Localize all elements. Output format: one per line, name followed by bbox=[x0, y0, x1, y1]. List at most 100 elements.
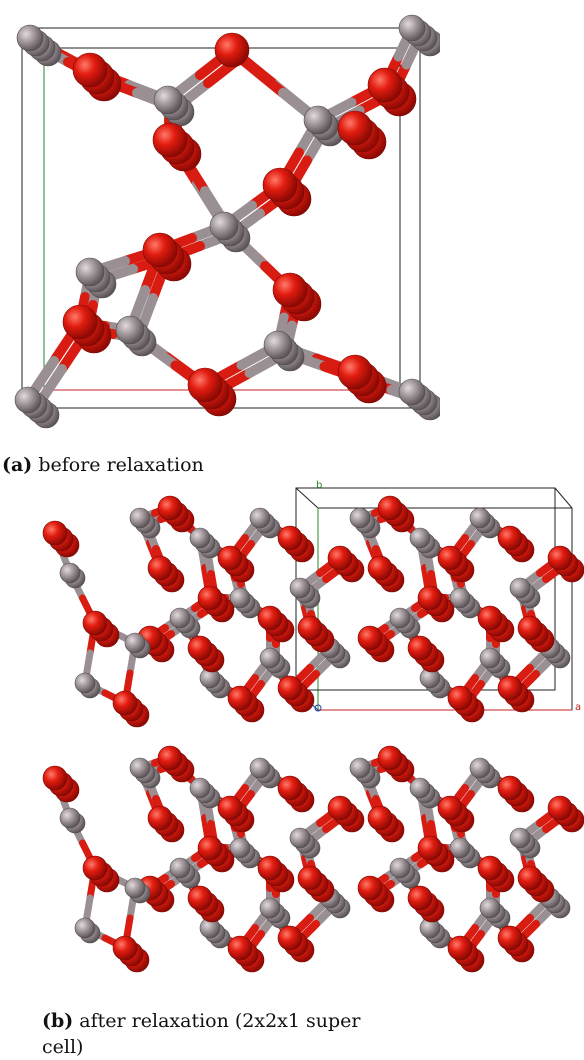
oxygen-atom bbox=[227, 935, 253, 961]
oxygen-atom bbox=[157, 745, 183, 771]
oxygen-atom bbox=[497, 925, 523, 951]
carbon-atom bbox=[469, 507, 491, 529]
oxygen-atom bbox=[62, 304, 98, 340]
carbon-atom bbox=[129, 757, 151, 779]
crystal-structure-image-a bbox=[14, 14, 440, 429]
carbon-atom bbox=[249, 507, 271, 529]
oxygen-atom bbox=[337, 354, 373, 390]
carbon-atom bbox=[129, 507, 151, 529]
carbon-atom bbox=[449, 837, 471, 859]
carbon-atom bbox=[479, 897, 501, 919]
carbon-atom bbox=[124, 877, 146, 899]
caption-a: (a) before relaxation bbox=[2, 452, 204, 478]
oxygen-atom bbox=[497, 775, 523, 801]
carbon-atom bbox=[14, 386, 42, 414]
carbon-atom bbox=[398, 14, 426, 42]
carbon-atom bbox=[59, 562, 81, 584]
oxygen-atom bbox=[377, 495, 403, 521]
carbon-atom bbox=[409, 527, 431, 549]
carbon-atom bbox=[398, 378, 426, 406]
oxygen-atom bbox=[327, 795, 353, 821]
carbon-atom bbox=[124, 632, 146, 654]
structure-after-relaxation: b a bbox=[0, 478, 584, 1000]
axis-label-b: b bbox=[316, 480, 322, 491]
oxygen-atom bbox=[517, 865, 543, 891]
carbon-atom bbox=[169, 857, 191, 879]
carbon-atom bbox=[209, 211, 239, 241]
oxygen-atom bbox=[357, 625, 383, 651]
oxygen-atom bbox=[277, 775, 303, 801]
oxygen-atom bbox=[367, 555, 393, 581]
oxygen-atom bbox=[497, 675, 523, 701]
carbon-atom bbox=[289, 827, 311, 849]
oxygen-atom bbox=[437, 795, 463, 821]
caption-b-text: after relaxation (2x2x1 super cell) bbox=[42, 1010, 361, 1058]
oxygen-atom bbox=[547, 795, 573, 821]
oxygen-atom bbox=[82, 855, 108, 881]
oxygen-atom bbox=[407, 885, 433, 911]
oxygen-atom bbox=[417, 835, 443, 861]
cell-edge bbox=[554, 487, 573, 509]
caption-a-tag: (a) bbox=[2, 454, 33, 476]
carbon-atom bbox=[409, 777, 431, 799]
carbon-atom bbox=[59, 807, 81, 829]
carbon-atom bbox=[74, 917, 96, 939]
oxygen-atom bbox=[112, 935, 138, 961]
carbon-atom bbox=[389, 607, 411, 629]
oxygen-atom bbox=[477, 855, 503, 881]
oxygen-atom bbox=[337, 110, 373, 146]
atoms bbox=[42, 495, 584, 973]
oxygen-atom bbox=[517, 615, 543, 641]
oxygen-atom bbox=[217, 545, 243, 571]
carbon-atom bbox=[249, 757, 271, 779]
oxygen-atom bbox=[447, 935, 473, 961]
oxygen-atom bbox=[214, 32, 250, 68]
oxygen-atom bbox=[197, 835, 223, 861]
oxygen-atom bbox=[547, 545, 573, 571]
oxygen-atom bbox=[217, 795, 243, 821]
oxygen-atom bbox=[112, 690, 138, 716]
oxygen-atom bbox=[437, 545, 463, 571]
oxygen-atom bbox=[142, 232, 178, 268]
carbon-atom bbox=[74, 672, 96, 694]
oxygen-atom bbox=[497, 525, 523, 551]
oxygen-atom bbox=[257, 605, 283, 631]
carbon-atom bbox=[289, 577, 311, 599]
carbon-atom bbox=[189, 777, 211, 799]
oxygen-atom bbox=[407, 635, 433, 661]
carbon-atom bbox=[449, 587, 471, 609]
carbon-atom bbox=[389, 857, 411, 879]
carbon-atom bbox=[469, 757, 491, 779]
carbon-atom bbox=[229, 837, 251, 859]
oxygen-atom bbox=[417, 585, 443, 611]
carbon-atom bbox=[349, 757, 371, 779]
oxygen-atom bbox=[367, 805, 393, 831]
atoms bbox=[14, 14, 440, 429]
oxygen-atom bbox=[187, 367, 223, 403]
oxygen-atom bbox=[257, 855, 283, 881]
structure-before-relaxation bbox=[0, 0, 440, 430]
oxygen-atom bbox=[277, 925, 303, 951]
axis-label-a: a bbox=[575, 702, 581, 713]
oxygen-atom bbox=[147, 555, 173, 581]
oxygen-atom bbox=[72, 52, 108, 88]
oxygen-atom bbox=[157, 495, 183, 521]
oxygen-atom bbox=[42, 765, 68, 791]
carbon-atom bbox=[189, 527, 211, 549]
oxygen-atom bbox=[357, 875, 383, 901]
oxygen-atom bbox=[277, 675, 303, 701]
oxygen-atom bbox=[297, 865, 323, 891]
caption-a-text: before relaxation bbox=[32, 454, 204, 476]
carbon-atom bbox=[153, 85, 183, 115]
oxygen-atom bbox=[197, 585, 223, 611]
oxygen-atom bbox=[82, 610, 108, 636]
cell-origin bbox=[314, 704, 322, 712]
oxygen-atom bbox=[477, 605, 503, 631]
carbon-atom bbox=[479, 647, 501, 669]
carbon-atom bbox=[509, 827, 531, 849]
carbon-atom bbox=[115, 315, 145, 345]
bond bbox=[235, 53, 288, 98]
carbon-atom bbox=[509, 577, 531, 599]
oxygen-atom bbox=[272, 272, 308, 308]
carbon-atom bbox=[259, 647, 281, 669]
